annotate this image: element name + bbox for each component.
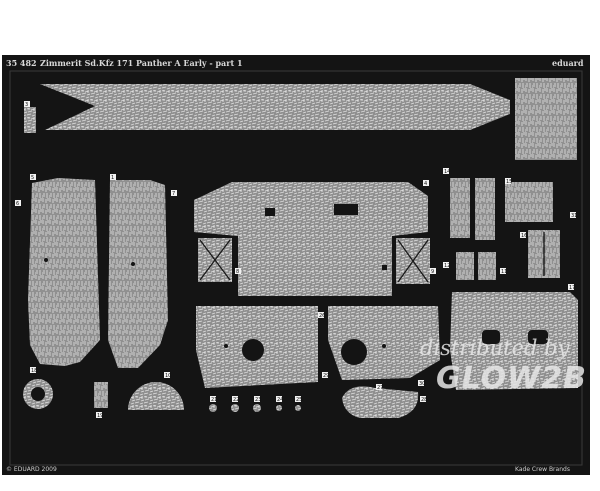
brand-logo: eduard — [552, 58, 584, 68]
credits-text: Kade Crew Brands — [515, 466, 570, 473]
svg-text:16: 16 — [521, 233, 527, 239]
svg-text:15: 15 — [506, 179, 512, 185]
svg-text:3: 3 — [25, 102, 28, 108]
part-left-panel-a — [28, 178, 100, 366]
svg-text:27: 27 — [377, 385, 383, 391]
svg-text:22: 22 — [233, 397, 239, 403]
part-top-long-plate — [24, 84, 510, 133]
part-top-right-block — [515, 78, 577, 160]
svg-text:24: 24 — [277, 397, 283, 403]
part-right-small-a — [456, 252, 474, 280]
svg-text:12: 12 — [444, 263, 450, 269]
svg-text:30: 30 — [419, 381, 425, 387]
svg-text:28: 28 — [421, 397, 427, 403]
part-right-small-b — [478, 252, 496, 280]
svg-text:23: 23 — [255, 397, 261, 403]
watermark-line2: GLOW2B — [436, 361, 587, 396]
svg-text:10: 10 — [165, 373, 171, 379]
svg-text:26: 26 — [319, 313, 325, 319]
part-central-plate — [194, 182, 428, 296]
part-small-block — [94, 382, 108, 408]
part-right-strip-c — [505, 182, 553, 222]
svg-text:29: 29 — [323, 373, 329, 379]
svg-text:11: 11 — [501, 269, 507, 275]
svg-text:17: 17 — [569, 285, 575, 291]
svg-text:14: 14 — [444, 169, 450, 175]
fret-title: Zimmerit Sd.Kfz 171 Panther A Early - pa… — [40, 58, 243, 68]
part-arc-piece — [342, 386, 419, 418]
svg-text:5: 5 — [31, 175, 34, 181]
part-tiny-rings — [209, 404, 301, 412]
part-bracket-left — [198, 238, 232, 282]
part-half-disc — [128, 382, 184, 410]
fret-code: 35 482 — [6, 58, 37, 68]
watermark-line1: distributed by — [420, 336, 571, 360]
svg-text:7: 7 — [172, 191, 175, 197]
part-left-panel-b — [108, 180, 168, 368]
hole-left-b — [131, 262, 135, 266]
copyright-text: © EDUARD 2009 — [6, 466, 57, 473]
svg-text:8: 8 — [236, 269, 239, 275]
part-bracket-right — [396, 238, 430, 284]
part-right-strip-b — [475, 178, 495, 240]
svg-text:19: 19 — [97, 413, 103, 419]
fret-inner-border — [9, 70, 583, 466]
svg-text:1: 1 — [111, 175, 114, 181]
svg-text:31: 31 — [571, 213, 577, 219]
part-number-tags: 3 5 1 6 7 4 8 9 14 15 11 12 16 17 18 19 … — [15, 101, 577, 419]
svg-text:18: 18 — [31, 368, 37, 374]
svg-text:9: 9 — [431, 269, 434, 275]
part-right-strip-a — [450, 178, 470, 238]
hole-left-a — [44, 258, 48, 262]
part-lower-plate-right — [328, 306, 440, 380]
svg-text:6: 6 — [16, 201, 19, 207]
part-right-bottom-plate — [450, 292, 578, 390]
part-wheel-disc — [23, 379, 53, 409]
svg-text:4: 4 — [424, 181, 427, 187]
part-lower-plate-left — [196, 306, 318, 388]
svg-text:25: 25 — [296, 397, 302, 403]
svg-text:21: 21 — [211, 397, 217, 403]
